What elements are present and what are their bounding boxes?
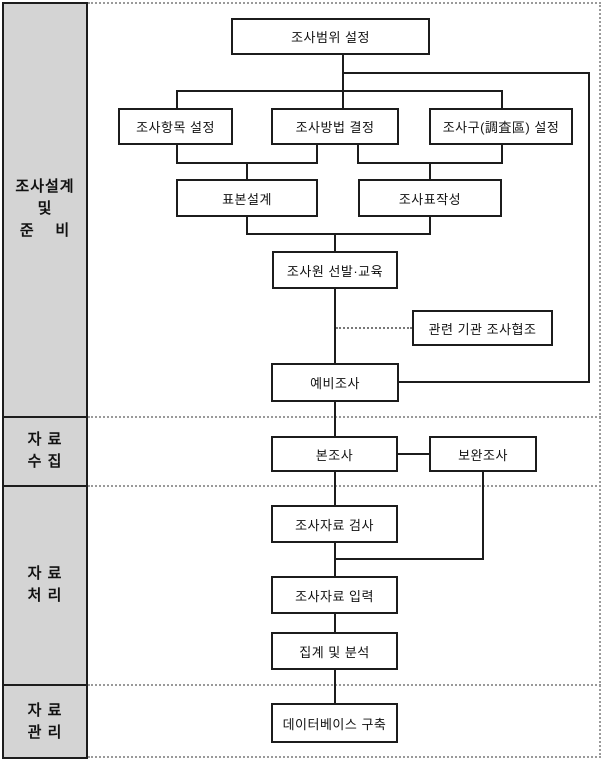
node-label: 예비조사: [310, 376, 360, 391]
sidebar-label: 조사설계: [15, 178, 75, 195]
connector-main-to-check: [334, 472, 336, 505]
node-label: 조사원 선발·교육: [286, 263, 384, 279]
node-data-input: 조사자료 입력: [271, 576, 398, 614]
sidebar-section-data-processing: 자 료 처 리: [2, 485, 88, 684]
sidebar-label: 자 료: [27, 564, 63, 582]
connector-to-recruit: [334, 233, 336, 251]
sidebar-label: 준 비: [19, 222, 71, 239]
connector-pilot-to-main: [334, 402, 336, 436]
sidebar-divider: [2, 684, 88, 686]
node-label: 표본설계: [222, 191, 272, 207]
section-separator: [88, 485, 601, 487]
sidebar-label: 수 집: [27, 452, 63, 470]
section-separator: [88, 684, 601, 686]
connector-recruit-to-pilot: [334, 289, 336, 363]
sidebar-label: 자 료: [27, 430, 63, 448]
section-separator: [88, 416, 601, 418]
connector-to-district: [501, 90, 503, 108]
sidebar-label: 처 리: [27, 586, 63, 604]
connector-form-down: [429, 217, 431, 233]
connector-to-sample: [246, 162, 248, 179]
node-label: 조사표작성: [398, 191, 462, 207]
sidebar-label: 관 리: [27, 723, 63, 741]
node-main-survey: 본조사: [271, 436, 398, 472]
node-label: 조사항목 설정: [136, 120, 215, 135]
node-database-construction: 데이터베이스 구축: [271, 703, 398, 743]
connector-check-to-input: [334, 543, 336, 576]
connector-supplement-join: [334, 558, 484, 560]
node-survey-district: 조사구(調査區) 설정: [429, 108, 573, 145]
connector-sample-down: [246, 217, 248, 233]
node-label: 조사구(調査區) 설정: [442, 120, 560, 135]
node-questionnaire: 조사표작성: [358, 179, 502, 217]
node-label: 조사자료 검사: [295, 517, 374, 533]
node-supplementary-survey: 보완조사: [429, 436, 537, 472]
node-label: 보완조사: [458, 447, 508, 463]
connector-cooperation-dotted: [336, 327, 412, 329]
connector-district-down: [501, 145, 503, 164]
node-label: 조사방법 결정: [295, 120, 375, 135]
node-survey-scope: 조사범위 설정: [231, 18, 430, 55]
connector-main-to-supplement: [398, 453, 429, 455]
node-label: 관련 기관 조사협조: [428, 321, 537, 337]
connector-method-down-left: [316, 145, 318, 164]
sidebar-section-data-collection: 자 료 수 집: [2, 416, 88, 485]
node-data-check: 조사자료 검사: [271, 505, 398, 543]
connector-scope-to-method: [342, 55, 344, 108]
node-survey-items: 조사항목 설정: [118, 108, 233, 145]
sidebar-label: 및: [37, 200, 53, 217]
node-label: 조사범위 설정: [291, 30, 370, 45]
connector-branch-bus: [176, 90, 503, 92]
connector-feedback-right: [588, 72, 590, 383]
node-label: 집계 및 분석: [299, 644, 370, 660]
connector-supplement-down: [482, 472, 484, 560]
phase-sidebar: [2, 2, 88, 759]
node-label: 데이터베이스 구축: [282, 716, 387, 732]
connector-to-items: [176, 90, 178, 108]
sidebar-section-design-preparation: 조사설계 및 준 비: [2, 2, 88, 416]
connector-pilot-feedback: [399, 381, 590, 383]
node-label: 본조사: [315, 447, 354, 463]
connector-items-down: [176, 145, 178, 164]
content-frame: [88, 2, 601, 758]
node-surveyor-training: 조사원 선발·교육: [272, 251, 398, 289]
connector-method-down-right: [357, 145, 359, 164]
node-survey-method: 조사방법 결정: [271, 108, 399, 145]
node-aggregation-analysis: 집계 및 분석: [271, 632, 398, 670]
connector-feedback-top: [342, 72, 590, 74]
connector-to-form: [429, 162, 431, 179]
sidebar-divider: [2, 485, 88, 487]
node-agency-cooperation: 관련 기관 조사협조: [412, 310, 553, 346]
connector-recruit-bus: [246, 233, 431, 235]
sidebar-section-data-management: 자 료 관 리: [2, 684, 88, 759]
node-sample-design: 표본설계: [176, 179, 318, 217]
node-label: 조사자료 입력: [295, 588, 374, 604]
sidebar-divider: [2, 416, 88, 418]
connector-input-to-aggregate: [334, 614, 336, 632]
node-pilot-survey: 예비조사: [271, 363, 399, 402]
sidebar-label: 자 료: [27, 701, 63, 719]
connector-aggregate-to-database: [334, 670, 336, 703]
